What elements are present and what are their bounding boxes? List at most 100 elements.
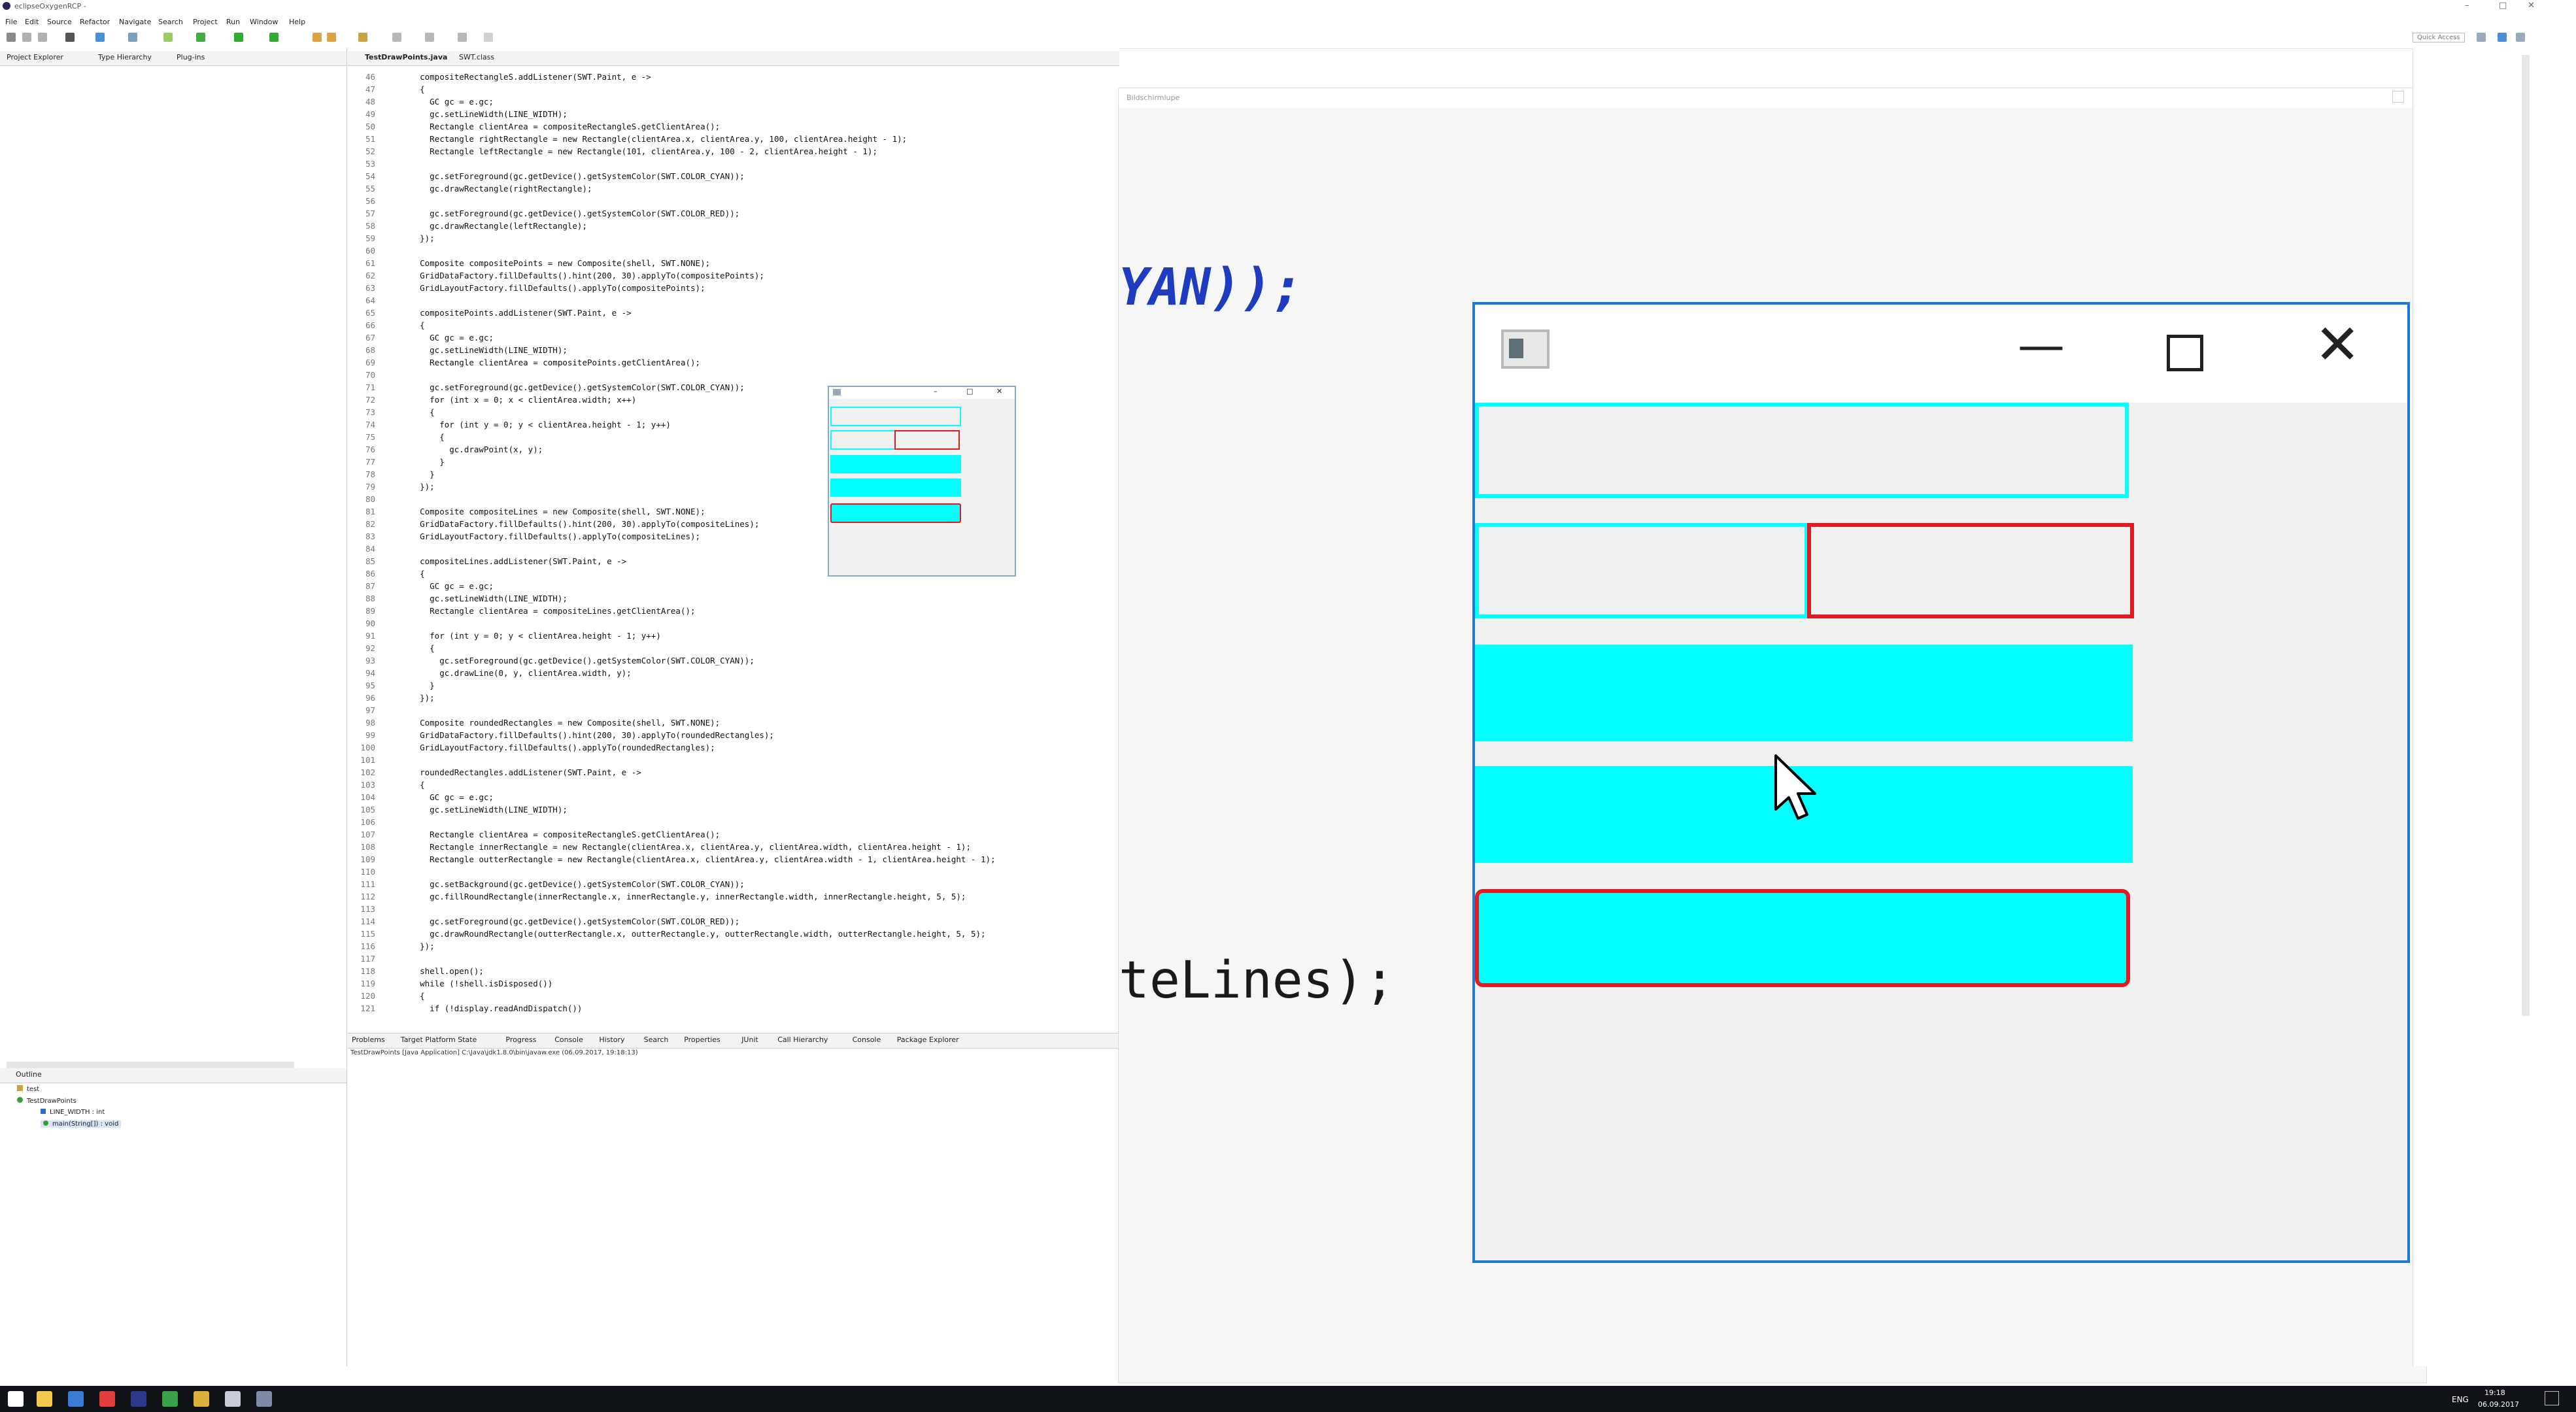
horizontal-scrollbar[interactable]	[7, 1062, 294, 1068]
tab-testdrawpoints-java[interactable]: TestDrawPoints.java	[365, 53, 448, 61]
code-line[interactable]: 70	[348, 369, 1119, 381]
run-icon[interactable]	[234, 33, 243, 42]
code-line[interactable]: 82 GridDataFactory.fillDefaults().hint(2…	[348, 518, 1119, 530]
console-tab-console[interactable]: Console	[554, 1035, 583, 1044]
open-perspective-icon[interactable]	[2477, 33, 2486, 42]
code-line[interactable]: 118 shell.open();	[348, 965, 1119, 977]
save-all-icon[interactable]	[38, 33, 47, 42]
menu-source[interactable]: Source	[47, 18, 72, 26]
code-line[interactable]: 68 gc.setLineWidth(LINE_WIDTH);	[348, 344, 1119, 356]
minimize-button[interactable]: –	[2465, 1, 2469, 10]
code-line[interactable]: 117	[348, 952, 1119, 965]
code-line[interactable]: 91 for (int y = 0; y < clientArea.height…	[348, 630, 1119, 642]
menu-project[interactable]: Project	[193, 18, 218, 26]
code-line[interactable]: 95 }	[348, 679, 1119, 692]
code-line[interactable]: 85 compositeLines.addListener(SWT.Paint,…	[348, 555, 1119, 567]
debug-icon[interactable]	[65, 33, 75, 42]
menu-search[interactable]: Search	[158, 18, 183, 26]
small-minimize-button[interactable]: –	[934, 387, 938, 395]
code-line[interactable]: 47 {	[348, 83, 1119, 95]
code-line[interactable]: 84	[348, 543, 1119, 555]
console-tab-search[interactable]: Search	[643, 1035, 669, 1044]
code-line[interactable]: 59 });	[348, 232, 1119, 244]
code-line[interactable]: 79 });	[348, 480, 1119, 493]
code-line[interactable]: 57 gc.setForeground(gc.getDevice().getSy…	[348, 207, 1119, 220]
outline-item-method[interactable]: main(String[]) : void	[41, 1120, 122, 1128]
outline-item-package[interactable]: test	[17, 1085, 39, 1093]
code-line[interactable]: 101	[348, 754, 1119, 766]
console-tab-console[interactable]: Console	[852, 1035, 881, 1044]
menu-window[interactable]: Window	[250, 18, 279, 26]
code-line[interactable]: 65 compositePoints.addListener(SWT.Paint…	[348, 307, 1119, 319]
code-line[interactable]: 60	[348, 244, 1119, 257]
clock-time[interactable]: 19:18	[2484, 1388, 2505, 1397]
code-line[interactable]: 49 gc.setLineWidth(LINE_WIDTH);	[348, 108, 1119, 120]
maximize-button[interactable]: □	[2499, 1, 2507, 10]
code-line[interactable]: 72 for (int x = 0; x < clientArea.width;…	[348, 394, 1119, 406]
code-line[interactable]: 116 });	[348, 940, 1119, 952]
annotation-nav-icon[interactable]	[425, 33, 434, 42]
console-tab-junit[interactable]: JUnit	[741, 1035, 758, 1044]
clock-date[interactable]: 06.09.2017	[2478, 1400, 2519, 1409]
tab-outline[interactable]: Outline	[16, 1070, 42, 1079]
small-swt-window[interactable]: – □ ✕	[828, 386, 1016, 577]
small-maximize-button[interactable]: □	[966, 387, 974, 395]
editor-vertical-scrollbar[interactable]	[2522, 55, 2530, 1016]
code-line[interactable]: 106	[348, 816, 1119, 828]
code-line[interactable]: 104 GC gc = e.gc;	[348, 791, 1119, 803]
start-icon[interactable]	[8, 1391, 24, 1407]
swt-close-button[interactable]: ✕	[2314, 312, 2361, 377]
code-line[interactable]: 55 gc.drawRectangle(rightRectangle);	[348, 182, 1119, 195]
code-line[interactable]: 105 gc.setLineWidth(LINE_WIDTH);	[348, 803, 1119, 816]
browser-icon[interactable]	[99, 1391, 115, 1407]
code-line[interactable]: 78 }	[348, 468, 1119, 480]
outline-item-field[interactable]: LINE_WIDTH : int	[41, 1109, 105, 1116]
code-line[interactable]: 102 roundedRectangles.addListener(SWT.Pa…	[348, 766, 1119, 779]
code-line[interactable]: 88 gc.setLineWidth(LINE_WIDTH);	[348, 592, 1119, 605]
console-tab-properties[interactable]: Properties	[684, 1035, 720, 1044]
close-button[interactable]: ✕	[2528, 1, 2535, 10]
menu-help[interactable]: Help	[289, 18, 306, 26]
tab-project-explorer[interactable]: Project Explorer	[7, 53, 63, 61]
code-line[interactable]: 120 {	[348, 990, 1119, 1002]
outline-item-class[interactable]: TestDrawPoints	[17, 1097, 76, 1105]
code-line[interactable]: 58 gc.drawRectangle(leftRectangle);	[348, 220, 1119, 232]
code-line[interactable]: 93 gc.setForeground(gc.getDevice().getSy…	[348, 654, 1119, 667]
small-close-button[interactable]: ✕	[996, 387, 1003, 395]
file-explorer-icon[interactable]	[37, 1391, 52, 1407]
quick-access-field[interactable]: Quick Access	[2413, 33, 2465, 42]
debug-perspective-icon[interactable]	[2516, 33, 2525, 42]
code-line[interactable]: 107 Rectangle clientArea = compositeRect…	[348, 828, 1119, 841]
code-line[interactable]: 96 });	[348, 692, 1119, 704]
tab-type-hierarchy[interactable]: Type Hierarchy	[98, 53, 152, 61]
menu-refactor[interactable]: Refactor	[80, 18, 110, 26]
console-tab-target-platform-state[interactable]: Target Platform State	[400, 1035, 477, 1044]
code-line[interactable]: 81 Composite compositeLines = new Compos…	[348, 505, 1119, 518]
console-tab-problems[interactable]: Problems	[352, 1035, 385, 1044]
console-tab-package-explorer[interactable]: Package Explorer	[896, 1035, 959, 1044]
code-line[interactable]: 115 gc.drawRoundRectangle(outterRectangl…	[348, 928, 1119, 940]
new-package-icon[interactable]	[327, 33, 336, 42]
code-line[interactable]: 110	[348, 866, 1119, 878]
code-line[interactable]: 77 }	[348, 456, 1119, 468]
code-line[interactable]: 114 gc.setForeground(gc.getDevice().getS…	[348, 915, 1119, 928]
code-line[interactable]: 100 GridLayoutFactory.fillDefaults().app…	[348, 741, 1119, 754]
code-line[interactable]: 56	[348, 195, 1119, 207]
external-tools-icon[interactable]	[269, 33, 279, 42]
code-line[interactable]: 99 GridDataFactory.fillDefaults().hint(2…	[348, 729, 1119, 741]
code-line[interactable]: 87 GC gc = e.gc;	[348, 580, 1119, 592]
zoomed-swt-window[interactable]: — ✕	[1472, 302, 2410, 1263]
code-line[interactable]: 103 {	[348, 779, 1119, 791]
tab-plug-ins[interactable]: Plug-ins	[177, 53, 205, 61]
console-tab-call-hierarchy[interactable]: Call Hierarchy	[777, 1035, 828, 1044]
code-area[interactable]: 46 compositeRectangleS.addListener(SWT.P…	[348, 71, 1119, 1015]
java-perspective-icon[interactable]	[2498, 33, 2507, 42]
eclipse-task-icon[interactable]	[131, 1391, 146, 1407]
tab-swt-class[interactable]: SWT.class	[459, 53, 495, 61]
console-tab-history[interactable]: History	[599, 1035, 625, 1044]
code-line[interactable]: 83 GridLayoutFactory.fillDefaults().appl…	[348, 530, 1119, 543]
back-icon[interactable]	[458, 33, 467, 42]
code-line[interactable]: 63 GridLayoutFactory.fillDefaults().appl…	[348, 282, 1119, 294]
code-line[interactable]: 51 Rectangle rightRectangle = new Rectan…	[348, 133, 1119, 145]
skip-breakpoints-icon[interactable]	[95, 33, 105, 42]
